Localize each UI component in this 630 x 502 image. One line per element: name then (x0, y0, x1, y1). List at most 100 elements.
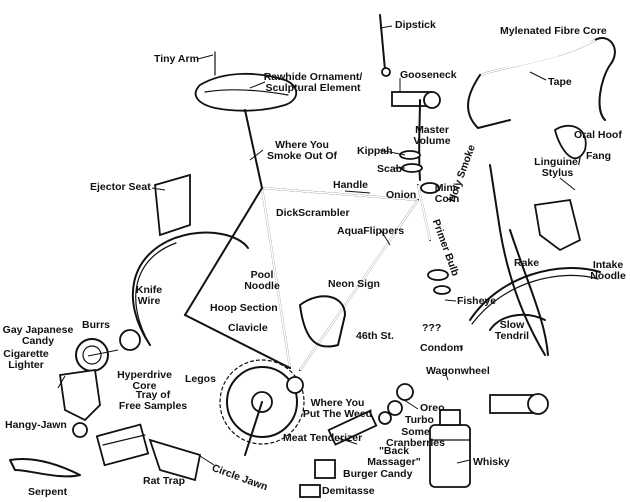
label-knife-wire-line2: Wire (137, 295, 161, 307)
headset-parts (399, 150, 451, 295)
label-mini-corn: Mini- Corn (432, 183, 462, 205)
label-pool-noodle-line2: Noodle (244, 280, 280, 292)
label-rawhide: Rawhide Ornament/ Sculptural Element (258, 72, 368, 94)
label-linguine-line1: Linguine/ (534, 156, 581, 168)
bottle-cage (299, 295, 346, 348)
label-scab: Scab (377, 163, 403, 175)
leader-lines (57, 25, 576, 466)
label-gay-candy: Gay Japanese Candy (2, 325, 74, 347)
label-tray-line1: Tray of (135, 389, 171, 401)
label-mini-corn-line1: Mini- (434, 182, 460, 194)
label-master-volume-line2: Volume (413, 135, 451, 147)
label-condom: Condom (420, 342, 463, 354)
label-gay-candy-line2: Candy (21, 335, 55, 347)
label-back-massager: "Back Massager" (365, 446, 423, 468)
label-intake-noodle-line1: Intake (592, 259, 624, 271)
bicycle-frame (184, 184, 431, 371)
label-tray: Tray of Free Samples (118, 390, 188, 412)
label-meat-tenderizer: Meat Tenderizer (283, 432, 363, 444)
label-pool-noodle: Pool Noodle (240, 270, 284, 292)
pedal (95, 423, 202, 482)
label-some-cranberries: Some Cranberries (383, 427, 448, 449)
label-gay-candy-line1: Gay Japanese (2, 324, 74, 336)
label-cigarette-line2: Lighter (8, 359, 44, 371)
label-pool-noodle-line1: Pool (250, 269, 274, 281)
label-slow-tendril-line1: Slow (499, 319, 525, 331)
label-hangy-jawn: Hangy-Jawn (5, 419, 67, 431)
label-turbo: Turbo (405, 414, 434, 426)
label-knife-wire: Knife Wire (133, 285, 165, 307)
label-rawhide-line2: Sculptural Element (265, 82, 361, 94)
front-fork (489, 164, 549, 356)
label-linguine-line2: Stylus (541, 167, 574, 179)
label-burrs: Burrs (82, 319, 111, 331)
front-brake (533, 198, 582, 252)
label-hyperdrive-line2: Core (132, 380, 157, 392)
label-wagonwheel: Wagonwheel (426, 365, 490, 377)
label-burger-candy: Burger Candy (343, 468, 413, 480)
label-oreo: Oreo (420, 402, 445, 414)
label-tape: Tape (548, 76, 572, 88)
label-cigarette: Cigarette Lighter (0, 349, 52, 371)
label-where-weed-line1: Where You (310, 397, 365, 409)
rear-brake (154, 173, 191, 237)
label-aquaflippers: AquaFlippers (337, 225, 405, 237)
label-some-cranberries-line2: Cranberries (386, 437, 445, 449)
label-ejector-seat: Ejector Seat (90, 181, 151, 193)
label-serpent: Serpent (28, 486, 68, 498)
label-where-smoke-line2: Smoke Out Of (266, 150, 337, 162)
label-onion: Onion (386, 189, 417, 201)
label-slow-tendril: Slow Tendril (492, 320, 532, 342)
front-wheel (469, 267, 601, 325)
label-rawhide-line1: Rawhide Ornament/ (263, 71, 363, 83)
label-rake: Rake (514, 257, 540, 269)
label-slow-tendril-line2: Tendril (494, 330, 530, 342)
label-46th-st: 46th St. (356, 330, 394, 342)
label-fisheye: Fisheye (457, 295, 497, 307)
label-some-cranberries-line1: Some (401, 426, 430, 438)
label-fibre-core: Mylenated Fibre Core (500, 25, 607, 37)
label-demitasse: Demitasse (322, 485, 375, 497)
label-where-weed: Where You Put The Weed (300, 398, 375, 420)
label-master-volume-line1: Master (415, 124, 449, 136)
label-intake-noodle: Intake Noodle (588, 260, 628, 282)
label-whisky: Whisky (473, 456, 510, 468)
label-knife-wire-line1: Knife (135, 284, 163, 296)
label-dickscrambler: DickScrambler (276, 207, 350, 219)
toe-strap (9, 458, 81, 478)
label-neon-sign: Neon Sign (328, 278, 380, 290)
label-hoop-section: Hoop Section (210, 302, 278, 314)
label-hyperdrive: Hyperdrive Core (112, 370, 177, 392)
label-handle: Handle (333, 179, 369, 191)
label-where-smoke-line1: Where You (275, 139, 329, 151)
label-back-massager-line1: "Back (378, 445, 410, 457)
label-linguine: Linguine/ Stylus (530, 157, 585, 179)
stem-and-handlebar (379, 14, 616, 181)
rear-derailleur (58, 329, 141, 438)
front-hub (489, 393, 549, 415)
label-back-massager-line2: Massager" (367, 456, 421, 468)
label-fang: Fang (586, 150, 612, 162)
water-bottle (429, 409, 471, 488)
crankset (219, 359, 305, 456)
label-rat-trap: Rat Trap (143, 475, 186, 487)
label-gooseneck: Gooseneck (400, 69, 457, 81)
label-intake-noodle-line2: Noodle (590, 270, 626, 282)
label-dipstick: Dipstick (395, 19, 436, 31)
front-mudguard (489, 313, 546, 331)
bottom-bracket-parts (299, 383, 414, 498)
label-kippah: Kippah (357, 145, 393, 157)
label-where-smoke: Where You Smoke Out Of (262, 140, 342, 162)
label-legos: Legos (185, 373, 216, 385)
label-tray-line2: Free Samples (118, 400, 188, 412)
label-cigarette-line1: Cigarette (3, 348, 49, 360)
label-clavicle: Clavicle (228, 322, 268, 334)
label-tiny-arm: Tiny Arm (154, 53, 199, 65)
label-qqq: ??? (422, 322, 442, 334)
label-where-weed-line2: Put The Weed (302, 408, 373, 420)
label-hyperdrive-line1: Hyperdrive (117, 369, 172, 381)
label-mini-corn-line2: Corn (434, 193, 460, 205)
label-master-volume: Master Volume (412, 125, 452, 147)
saddle (194, 51, 298, 189)
